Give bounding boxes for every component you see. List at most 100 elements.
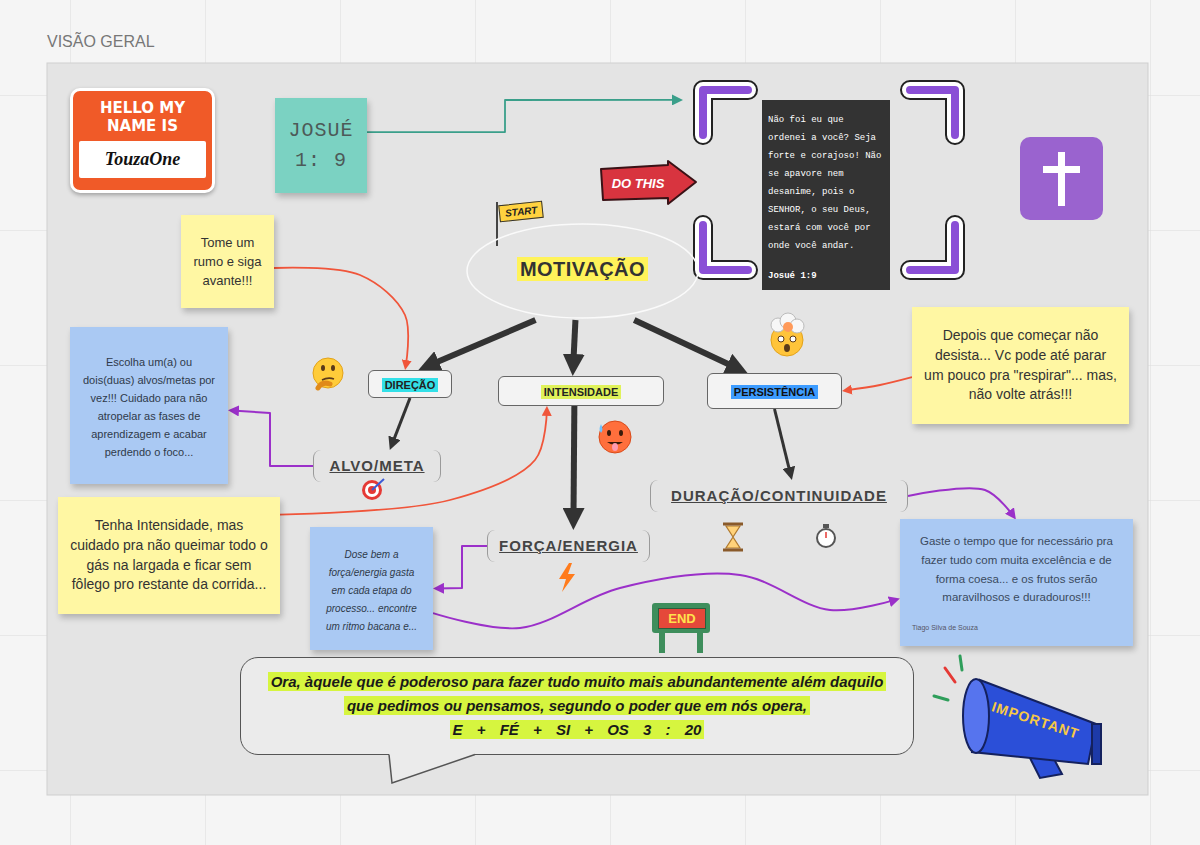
node-text: MOTIVAÇÃO (517, 257, 648, 281)
corner-bracket (910, 90, 955, 135)
connector-arrow (232, 410, 313, 466)
connector-arrow (392, 398, 410, 445)
connector-arrow (274, 268, 408, 366)
target-icon (362, 479, 384, 500)
board (47, 63, 1148, 795)
thinking-emoji (322, 378, 334, 380)
node-text: DIREÇÃO (382, 378, 439, 392)
text-block: Não foi eu que ordenei a você? Seja fort… (768, 108, 884, 252)
start-flag: START (498, 201, 544, 223)
speech-bubble: Ora, àquele que é poderoso para fazer tu… (240, 657, 914, 755)
megaphone (963, 679, 989, 753)
bracket-box: DURAÇÃO/CONTINUIDADE (650, 480, 908, 512)
node-text: Gaste o tempo que for necessário pra faz… (920, 535, 1113, 603)
text-block: Josué 1:9 (768, 264, 884, 282)
arrow-sticker-shape (601, 161, 696, 204)
connector-arrow (280, 410, 547, 515)
hot-face-emoji (599, 421, 631, 453)
text-block: JOSUÉ 1: 9 (283, 116, 359, 176)
ellipse-outline (467, 224, 698, 318)
board-title: VISÃO GERAL (47, 33, 155, 51)
text-block: Tome um rumo e siga avante!!! (193, 233, 262, 291)
cross-icon (1020, 137, 1103, 220)
text-block: Tenha Intensidade, mas cuidado pra não q… (70, 516, 268, 594)
sticky-note: Gaste o tempo que for necessário pra faz… (900, 519, 1133, 646)
cross-icon (1043, 166, 1080, 173)
corner-bracket (703, 225, 748, 270)
stopwatch-icon (817, 529, 835, 547)
verse-frame: Não foi eu que ordenei a você? Seja fort… (683, 70, 975, 290)
exploding-head-emoji (784, 344, 790, 352)
connector-arrow (846, 377, 912, 390)
corner-bracket (703, 90, 748, 135)
exploding-head-emoji (778, 336, 784, 342)
sticky-note: Escolha um(a) ou dois(duas) alvos/metas … (70, 327, 228, 484)
node-text: HELLO MY NAME IS (100, 99, 185, 135)
megaphone (1092, 724, 1101, 764)
name-tag: HELLO MY NAME IS TouzaOne (70, 88, 215, 193)
thinking-emoji (331, 365, 335, 371)
bracket-box: FORÇA/ENERGIA (487, 530, 650, 562)
verse-panel: Não foi eu que ordenei a você? Seja fort… (762, 100, 890, 290)
text-block: DIREÇÃO (382, 375, 439, 393)
text-block: Tiago Silva de Souza (912, 616, 978, 634)
corner-bracket (703, 225, 748, 270)
target-icon (372, 479, 384, 490)
exploding-head-emoji (783, 322, 793, 332)
lightning-icon (559, 563, 575, 592)
stopwatch-icon (825, 532, 827, 538)
node-text: TouzaOne (105, 149, 180, 169)
node-text: JOSUÉ 1: 9 (288, 119, 353, 172)
corner-bracket (910, 90, 955, 135)
node-text: Josué 1:9 (768, 271, 817, 281)
text-block: Dose bem a força/energia gasta em cada e… (322, 544, 421, 634)
connector-arrow (634, 320, 736, 368)
speech-tail (389, 755, 475, 784)
node-text: ALVO/META (329, 457, 424, 474)
hot-face-emoji (599, 421, 631, 453)
node-text: E + FÉ + SI + OS 3 : 20 (450, 720, 705, 739)
thinking-emoji (318, 383, 330, 388)
megaphone (960, 656, 962, 670)
corner-bracket (703, 90, 748, 135)
topic-box: INTENSIDADE (498, 376, 664, 406)
node-text: FORÇA/ENERGIA (499, 537, 638, 554)
text-block: Gaste o tempo que for necessário pra faz… (912, 531, 1121, 606)
connector-arrow (433, 574, 896, 629)
node-text: Depois que começar não desista... Vc pod… (924, 327, 1117, 402)
sticky-note: Dose bem a força/energia gasta em cada e… (310, 527, 433, 650)
text-block: FORÇA/ENERGIA (499, 537, 638, 555)
text-block: Ora, àquele que é poderoso para fazer tu… (259, 670, 895, 718)
arrow-sticker: DO THIS (598, 160, 698, 205)
connector-arrow (775, 409, 791, 475)
text-block: Depois que começar não desista... Vc pod… (924, 326, 1117, 404)
text-block: E + FÉ + SI + OS 3 : 20 (259, 718, 895, 742)
topic-box: PERSISTÊNCIA (707, 373, 842, 409)
node-text: Ora, àquele que é poderoso para fazer tu… (268, 672, 887, 715)
thinking-emoji (313, 358, 343, 388)
hot-face-emoji (600, 424, 603, 433)
topic-box: DIREÇÃO (368, 370, 452, 398)
text-block: TouzaOne (79, 141, 206, 178)
sticky-note: JOSUÉ 1: 9 (275, 98, 367, 193)
hot-face-emoji (619, 430, 623, 436)
bracket-box: ALVO/META (313, 450, 441, 482)
node-text: Tiago Silva de Souza (912, 624, 978, 631)
cross-icon (1058, 152, 1065, 206)
corner-bracket (703, 225, 748, 270)
connector-arrow (570, 406, 577, 518)
node-text: Escolha um(a) ou dois(duas) alvos/metas … (83, 356, 215, 458)
node-text: Tome um rumo e siga avante!!! (194, 235, 262, 288)
thinking-emoji (321, 365, 325, 371)
speech-tail (389, 753, 475, 783)
stopwatch-icon (817, 524, 835, 547)
megaphone-text: IMPORTANT (990, 698, 1082, 741)
hot-face-emoji (607, 430, 611, 436)
text-block: HELLO MY NAME IS (79, 97, 206, 141)
sticky-note: Tenha Intensidade, mas cuidado pra não q… (58, 497, 280, 614)
sticky-note: Tome um rumo e siga avante!!! (181, 215, 274, 308)
connector-arrow (367, 100, 679, 132)
megaphone (945, 668, 955, 682)
